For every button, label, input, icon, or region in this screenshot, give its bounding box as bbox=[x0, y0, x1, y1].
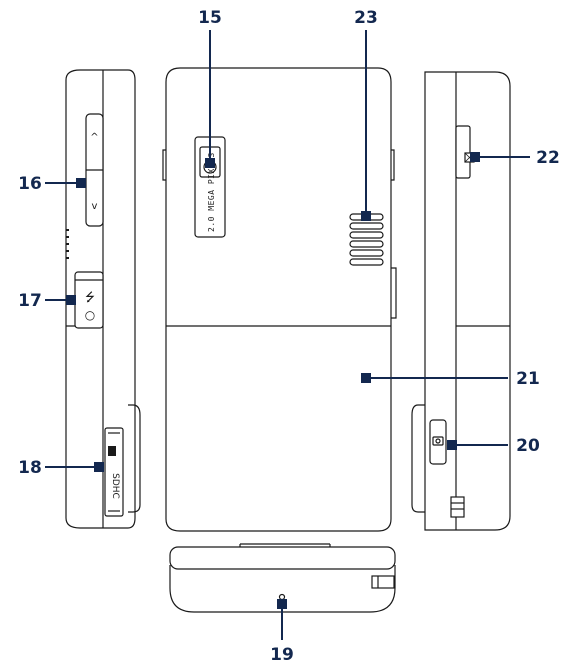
camera-icon-lens bbox=[435, 438, 441, 444]
left-side-view: ^ v ⭍ ○ bbox=[65, 69, 141, 529]
callout-22: 22 bbox=[536, 148, 560, 168]
side-grille bbox=[66, 229, 69, 259]
callout-17: 17 bbox=[18, 291, 42, 311]
callout-18: 18 bbox=[18, 458, 42, 478]
callout-19: 19 bbox=[270, 645, 294, 665]
callout-16: 16 bbox=[18, 174, 42, 194]
audio-jack-icon: ○ bbox=[85, 308, 95, 322]
callout-15: 15 bbox=[198, 8, 222, 28]
volume-down-icon: v bbox=[92, 201, 98, 212]
microsd-slot[interactable] bbox=[104, 427, 124, 517]
volume-rocker[interactable] bbox=[85, 113, 104, 227]
camera-icon bbox=[432, 436, 444, 446]
back-view: 2.0 MEGA PIXELS bbox=[162, 67, 397, 532]
speaker-grille bbox=[349, 213, 384, 266]
callout-20: 20 bbox=[516, 436, 540, 456]
right-side-view bbox=[411, 71, 511, 531]
callout-23: 23 bbox=[354, 8, 378, 28]
sd-card-icon bbox=[108, 446, 116, 456]
callout-21: 21 bbox=[516, 369, 540, 389]
usb-icon: ⭍ bbox=[85, 290, 95, 304]
camera-caption: 2.0 MEGA PIXELS bbox=[207, 152, 216, 232]
microsd-logo-icon: SDHC bbox=[110, 473, 120, 499]
microphone-icon bbox=[278, 593, 286, 601]
messaging-key[interactable] bbox=[455, 125, 471, 179]
volume-up-icon: ^ bbox=[90, 132, 98, 143]
